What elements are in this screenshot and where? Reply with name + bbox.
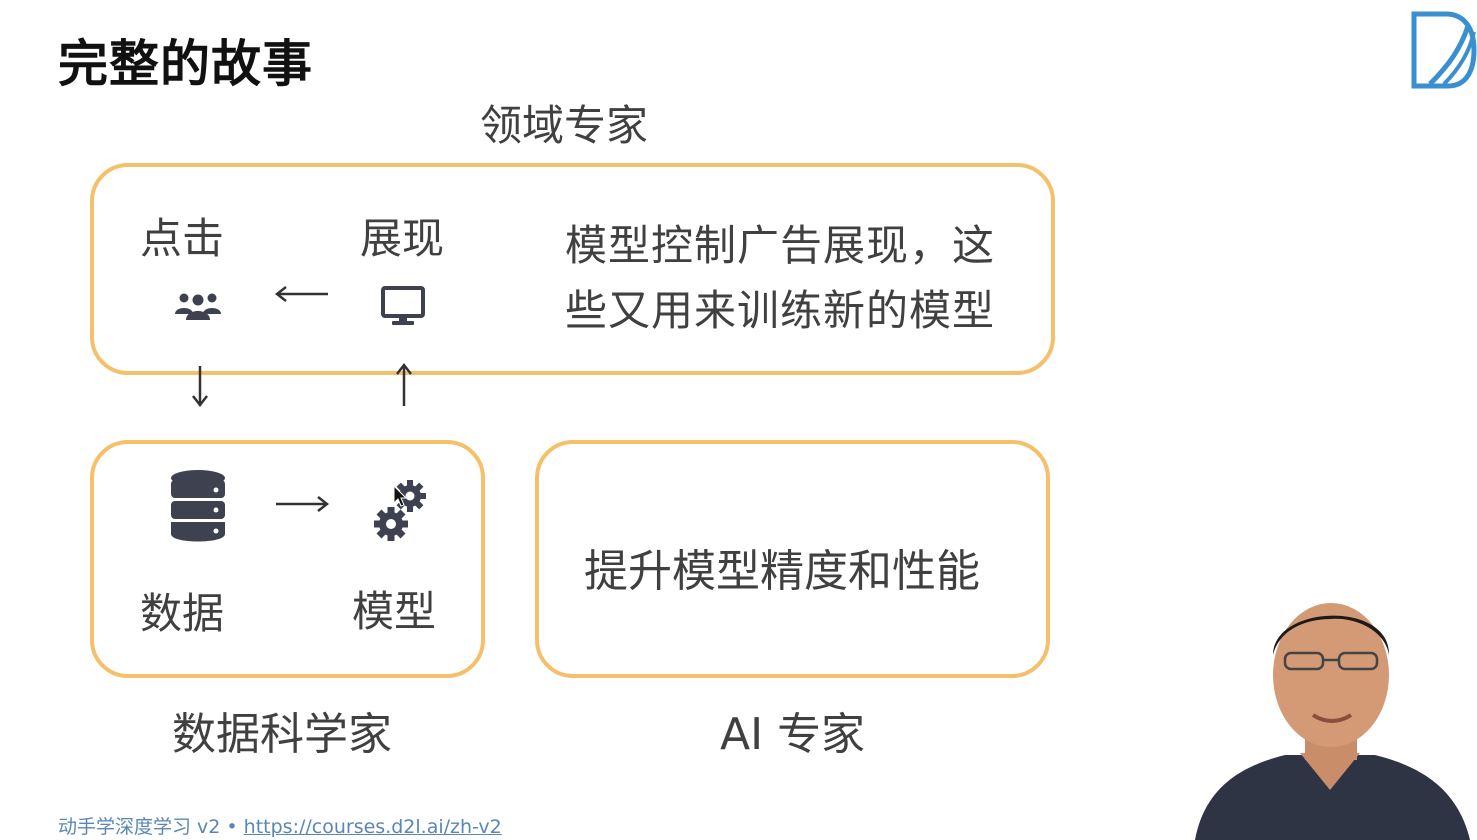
gears-icon: [374, 480, 426, 541]
improve-accuracy-text: 提升模型精度和性能: [584, 546, 980, 597]
database-icon: [171, 470, 225, 542]
footer-course: 动手学深度学习 v2 •: [58, 816, 244, 838]
course-link[interactable]: https://courses.d2l.ai/zh-v2: [243, 816, 502, 838]
show-label: 展现: [360, 214, 445, 263]
data-scientist-label: 数据科学家: [172, 709, 392, 760]
arrow-left-icon: [274, 286, 328, 302]
click-label: 点击: [140, 214, 225, 263]
data-scientist-box: [90, 440, 485, 678]
users-icon: [175, 293, 221, 320]
ai-expert-box: [535, 440, 1050, 678]
mouse-cursor-icon: [393, 484, 408, 507]
monitor-icon: [381, 286, 425, 325]
data-label: 数据: [140, 589, 225, 638]
description-line-2: 些又用来训练新的模型: [565, 286, 996, 335]
presenter-video: [1195, 603, 1470, 840]
model-label: 模型: [352, 587, 437, 636]
domain-expert-box: [90, 163, 1055, 375]
footer: 动手学深度学习 v2 • https://courses.d2l.ai/zh-v…: [58, 812, 502, 839]
description-line-1: 模型控制广告展现，这: [565, 221, 996, 270]
ai-expert-label: AI 专家: [720, 709, 866, 760]
d2l-logo: [1411, 11, 1477, 89]
domain-expert-heading: 领域专家: [480, 101, 649, 150]
arrow-right-icon: [276, 496, 330, 512]
arrow-down-icon: [192, 366, 208, 408]
slide-title: 完整的故事: [58, 35, 313, 93]
arrow-up-icon: [396, 362, 412, 406]
